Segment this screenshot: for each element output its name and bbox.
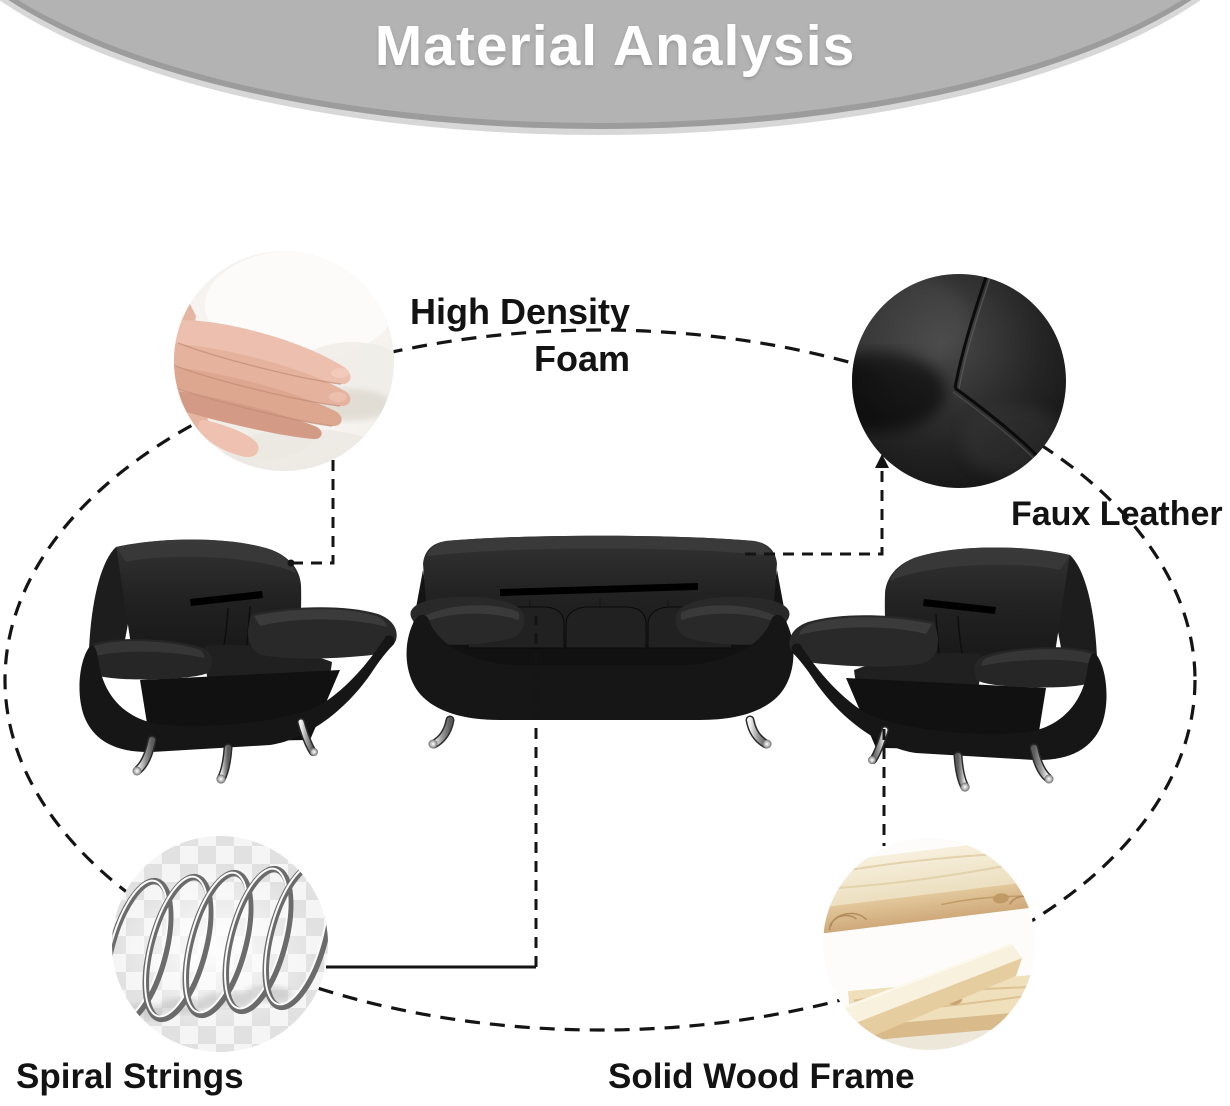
leather-label: Faux Leather [1011,495,1223,533]
leather-connector-line [745,462,884,556]
springs-photo-circle [112,836,328,1052]
armchair-right [789,547,1106,791]
wood-label: Solid Wood Frame [608,1057,915,1096]
armchair-left [79,539,397,784]
page-title: Material Analysis [374,14,856,78]
hand-icon [174,300,351,458]
foam-label-line1: High Density [409,291,630,332]
springs-connector-line [326,616,538,969]
leather-connector-arrow [875,454,889,468]
springs-label: Spiral Strings [16,1057,244,1096]
foam-photo-circle [174,251,394,471]
wood-planks-icon [823,838,1035,1050]
sofa-center [406,535,794,749]
banner-ellipse [0,0,1201,135]
wood-photo-circle [823,838,1035,1050]
materials-dashed-ellipse [3,328,1197,1032]
leather-photo-circle [852,274,1066,488]
foam-label-line2: Foam [533,338,630,379]
foam-connector-line [292,460,335,565]
foam-connector-dot [287,559,295,567]
foam-label: High Density Foam [410,288,630,382]
